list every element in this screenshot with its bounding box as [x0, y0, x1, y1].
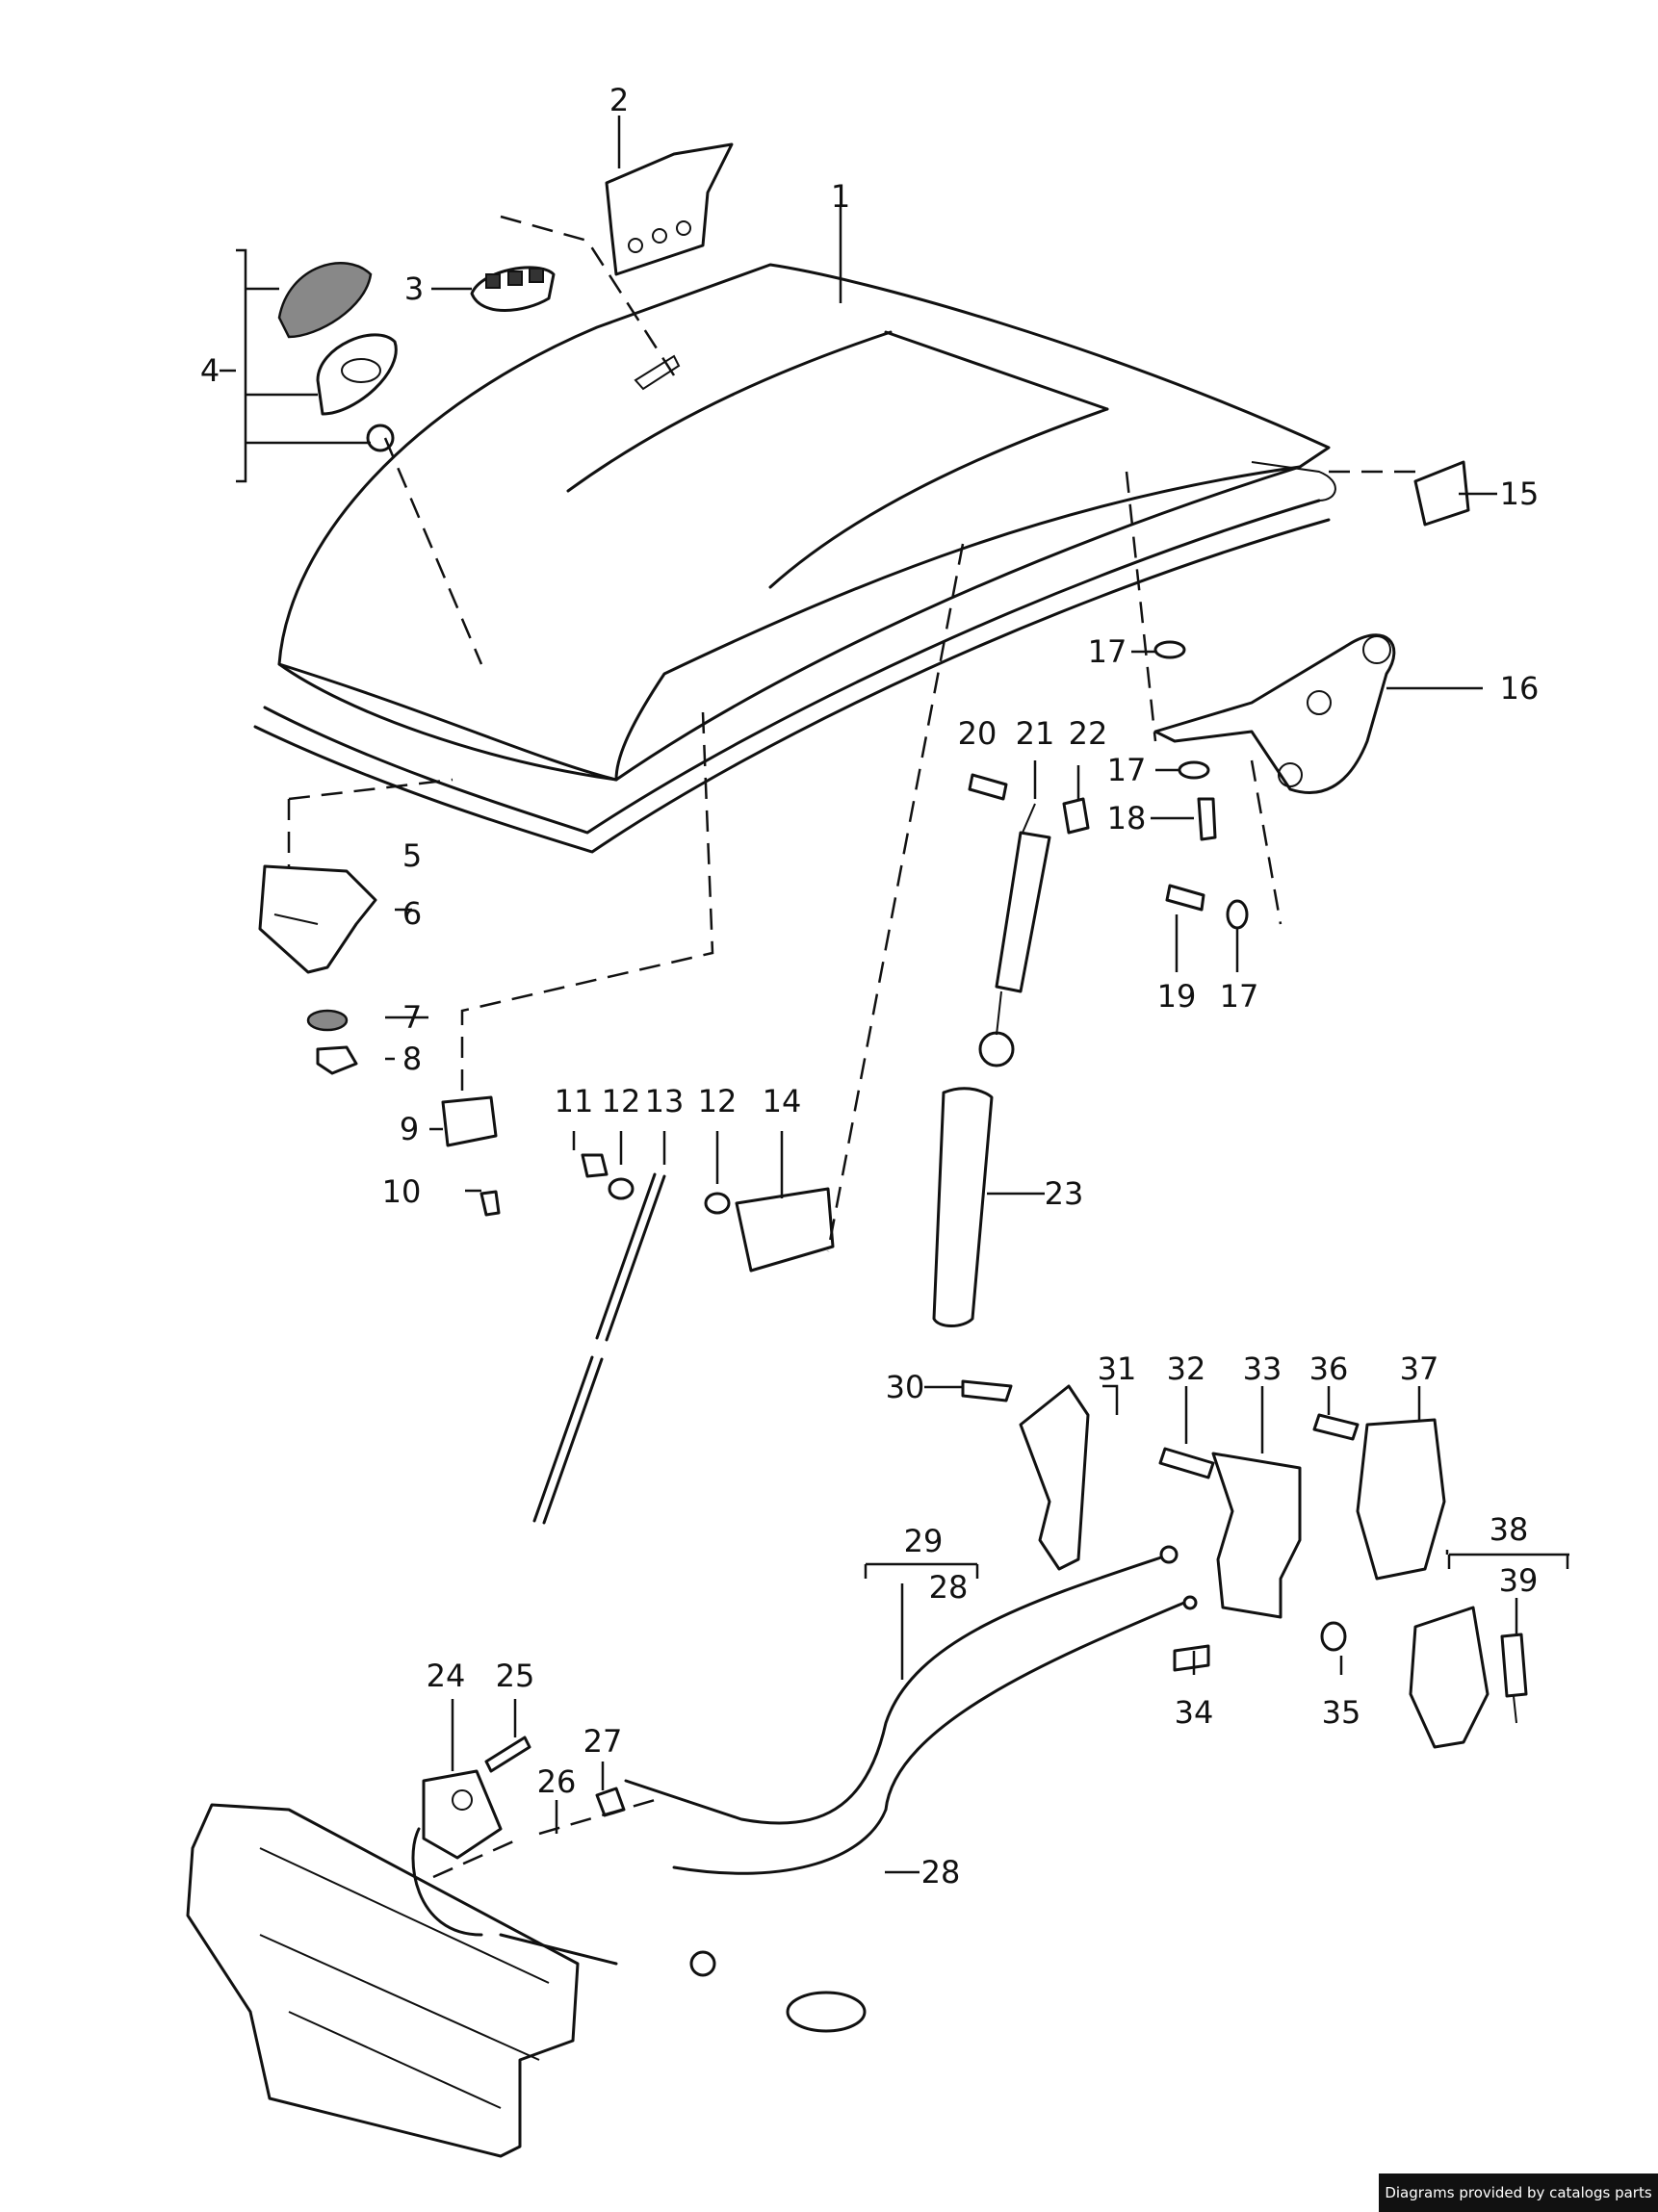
lock-part-6	[258, 864, 377, 974]
callout-21: 21	[1016, 715, 1055, 752]
callout-17c: 17	[1220, 978, 1259, 1015]
callout-25: 25	[496, 1658, 535, 1694]
callout-12b: 12	[698, 1083, 738, 1119]
callout-36: 36	[1309, 1350, 1349, 1387]
callout-8: 8	[402, 1041, 422, 1077]
callout-30: 30	[886, 1369, 925, 1405]
lock-part-24	[422, 1736, 531, 1860]
hinge-part-16	[1153, 633, 1396, 794]
callout-28b: 28	[921, 1854, 961, 1890]
callout-6: 6	[402, 895, 422, 932]
bracket-part-2	[605, 142, 734, 276]
leader-lines	[220, 116, 1569, 1874]
prop-rod-part-13	[532, 1172, 666, 1525]
callout-15: 15	[1500, 476, 1540, 512]
callout-3: 3	[404, 270, 424, 307]
callout-29: 29	[904, 1523, 944, 1559]
lock-assembly-part-38	[1409, 1606, 1528, 1749]
callout-38: 38	[1490, 1511, 1529, 1548]
callout-10: 10	[382, 1173, 422, 1210]
callout-17a: 17	[1088, 633, 1127, 670]
sleeve-part-23	[932, 1087, 994, 1327]
callout-31: 31	[1098, 1350, 1137, 1387]
callout-5: 5	[402, 837, 422, 874]
credit-banner: Diagrams provided by catalogs parts	[1379, 2173, 1658, 2212]
callout-34: 34	[1175, 1694, 1214, 1731]
gas-strut-part-21	[978, 803, 1051, 1067]
callout-17b: 17	[1107, 752, 1147, 788]
callout-14: 14	[763, 1083, 802, 1119]
callout-22: 22	[1069, 715, 1108, 752]
callout-32: 32	[1167, 1350, 1206, 1387]
hardware-small	[968, 640, 1249, 930]
buffer-parts-9-10	[441, 1095, 501, 1217]
callout-1: 1	[831, 178, 850, 215]
cable-part-28	[411, 1545, 1198, 2033]
callout-4: 4	[200, 352, 220, 389]
callout-18: 18	[1107, 800, 1147, 836]
latch-plate-part-15	[1413, 460, 1470, 527]
callout-35: 35	[1322, 1694, 1361, 1731]
callout-26: 26	[537, 1763, 577, 1800]
lid-seal	[253, 461, 1336, 854]
front-panel	[186, 1803, 580, 2158]
callout-39: 39	[1499, 1562, 1539, 1599]
callout-labels: 1 2 3 4 5 6 7 8 9 10 11 12 13 12 14 15 1…	[200, 82, 1540, 1890]
callout-9: 9	[400, 1111, 419, 1147]
callout-7: 7	[402, 999, 422, 1036]
front-lid	[277, 263, 1331, 782]
callout-24: 24	[427, 1658, 466, 1694]
callout-20: 20	[958, 715, 997, 752]
callout-37: 37	[1400, 1350, 1439, 1387]
callout-19: 19	[1157, 978, 1197, 1015]
nut-parts-7-8	[306, 1009, 358, 1075]
callout-13: 13	[645, 1083, 685, 1119]
callout-2: 2	[609, 82, 629, 118]
callout-33: 33	[1243, 1350, 1282, 1387]
callout-16: 16	[1500, 670, 1540, 707]
alignment-lines	[287, 215, 1415, 1879]
latch-assembly	[961, 1379, 1446, 1672]
callout-11: 11	[555, 1083, 594, 1119]
emblem-part-3	[470, 266, 556, 312]
callout-28a: 28	[929, 1569, 969, 1606]
bracket-part-14	[581, 1153, 835, 1273]
badge-part-4	[277, 262, 398, 452]
callout-27: 27	[583, 1723, 623, 1760]
callout-23: 23	[1045, 1175, 1084, 1212]
callout-12a: 12	[602, 1083, 641, 1119]
